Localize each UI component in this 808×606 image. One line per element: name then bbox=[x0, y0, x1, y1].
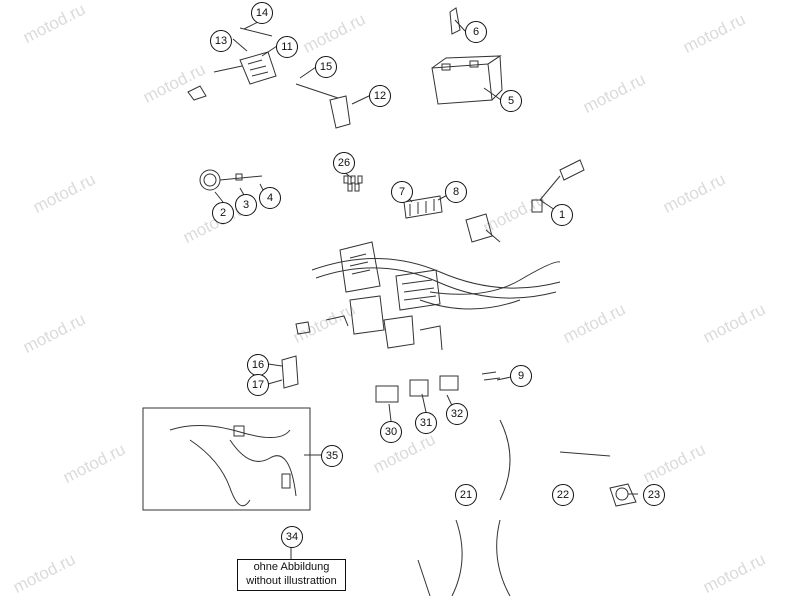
callout-9: 9 bbox=[510, 365, 532, 387]
callout-5: 5 bbox=[500, 90, 522, 112]
callout-23: 23 bbox=[643, 484, 665, 506]
callout-34: 34 bbox=[281, 526, 303, 548]
callout-30: 30 bbox=[380, 421, 402, 443]
callout-17: 17 bbox=[247, 374, 269, 396]
callout-31: 31 bbox=[415, 412, 437, 434]
callout-13: 13 bbox=[210, 30, 232, 52]
callout-6: 6 bbox=[465, 21, 487, 43]
callout-21: 21 bbox=[455, 484, 477, 506]
callout-16: 16 bbox=[247, 354, 269, 376]
callout-26: 26 bbox=[333, 152, 355, 174]
callout-15: 15 bbox=[315, 56, 337, 78]
note-line-english: without illustrattion bbox=[246, 575, 337, 587]
callout-12: 12 bbox=[369, 85, 391, 107]
callout-2: 2 bbox=[212, 202, 234, 224]
note-line-german: ohne Abbildung bbox=[253, 561, 330, 573]
callout-1: 1 bbox=[551, 204, 573, 226]
callout-32: 32 bbox=[446, 403, 468, 425]
callout-14: 14 bbox=[251, 2, 273, 24]
callout-35: 35 bbox=[321, 445, 343, 467]
callout-22: 22 bbox=[552, 484, 574, 506]
callout-3: 3 bbox=[235, 194, 257, 216]
callout-8: 8 bbox=[445, 181, 467, 203]
callout-4: 4 bbox=[259, 187, 281, 209]
callout-11: 11 bbox=[276, 36, 298, 58]
without-illustration-note: ohne Abbildung without illustrattion bbox=[237, 559, 346, 591]
callout-7: 7 bbox=[391, 181, 413, 203]
